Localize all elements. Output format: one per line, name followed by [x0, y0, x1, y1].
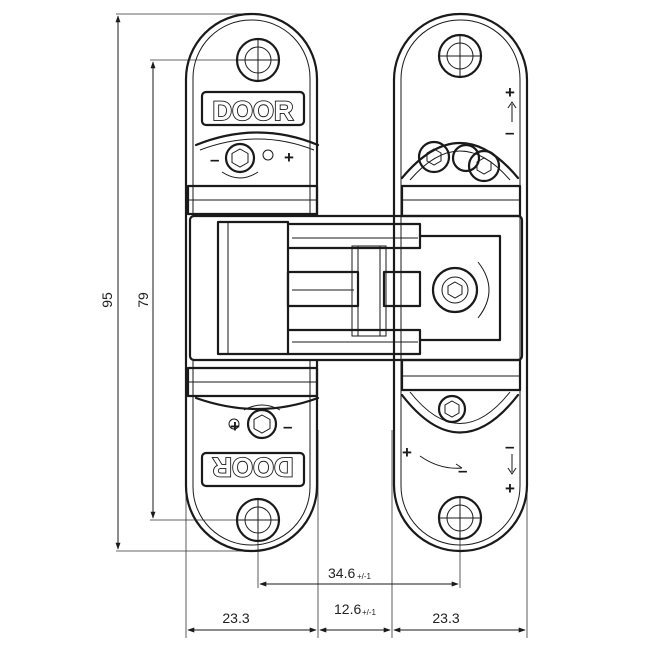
- left-upper-plus: +: [284, 148, 294, 167]
- dim-total-height: 95: [99, 292, 115, 308]
- door-label-top: DOOR: [213, 96, 294, 126]
- dim-middle-gap: 12.6: [334, 601, 361, 617]
- left-lower-minus: –: [283, 417, 292, 436]
- dim-middle-gap-tolerance: +/-1: [362, 608, 377, 617]
- right-plate: [392, 12, 529, 553]
- right-lower-plus: +: [402, 443, 412, 462]
- right-lower-minus: –: [458, 461, 467, 480]
- dim-hole-spacing: 79: [135, 292, 151, 308]
- left-lower-plus: +: [230, 417, 240, 436]
- door-label-bottom: DOOR: [213, 452, 294, 482]
- right-top-plus: +: [505, 83, 515, 102]
- dim-width-left: 23.3: [222, 610, 249, 626]
- dim-hole-distance: 34.6: [328, 565, 355, 581]
- dim-width-right: 23.3: [432, 610, 459, 626]
- right-bottom-minus: –: [505, 437, 514, 456]
- right-top-minus: –: [505, 123, 514, 142]
- right-bottom-plus: +: [505, 479, 515, 498]
- hinge-link-body: [188, 214, 524, 362]
- left-upper-minus: –: [210, 150, 219, 169]
- dim-hole-distance-tolerance: +/-1: [357, 572, 372, 581]
